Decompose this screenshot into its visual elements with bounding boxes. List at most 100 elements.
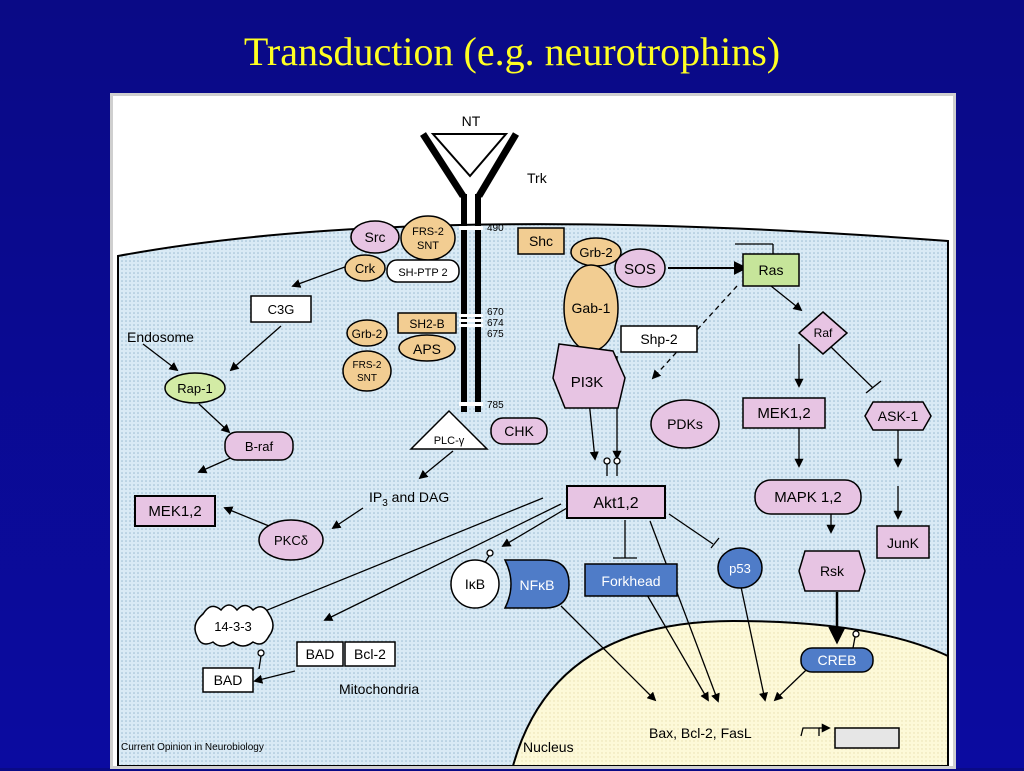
chk-label: CHK [504, 423, 534, 439]
pi3k-label: PI3K [571, 374, 604, 391]
aps-label: APS [413, 341, 441, 357]
mek12-right-label: MEK1,2 [757, 405, 810, 422]
nfkb-node [503, 559, 570, 609]
bad-mid-node [296, 641, 344, 667]
mitochondria-label: Mitochondria [339, 681, 419, 697]
shptp2-label: SH-PTP 2 [398, 267, 447, 279]
mapk12-node [754, 479, 862, 515]
sos-label: SOS [624, 261, 656, 278]
forkhead-node [584, 563, 678, 597]
residue-490: 490 [487, 223, 504, 234]
src-node [350, 220, 400, 254]
shptp2-node [386, 259, 460, 283]
rsk-label: Rsk [820, 563, 845, 579]
akt12-node [566, 485, 666, 519]
braf-label: B-raf [245, 439, 274, 454]
mek12-right-node [742, 397, 826, 429]
credit-label: Current Opinion in Neurobiology [121, 742, 264, 753]
snt-top-label: SNT [417, 240, 439, 252]
creb-label: CREB [818, 652, 857, 668]
crk-label: Crk [355, 261, 376, 276]
bcl2-node [344, 641, 396, 667]
frs2-snt-bottom-node [342, 350, 392, 392]
residue-785: 785 [487, 400, 504, 411]
chk-node [490, 417, 548, 445]
ip3-dag-label: IP3 and DAG [369, 489, 449, 509]
frs2-top-label: FRS-2 [412, 226, 444, 238]
junk-node [876, 525, 930, 559]
14-3-3-label: 14-3-3 [214, 619, 252, 634]
p53-node [717, 547, 763, 589]
raf-label: Raf [814, 326, 833, 340]
grb2-right-label: Grb-2 [579, 245, 612, 260]
plc-gamma-label: PLC-γ [434, 435, 465, 447]
junk-label: JunK [887, 535, 920, 551]
shp2-node [620, 325, 698, 353]
trk-label: Trk [527, 170, 548, 186]
grb2-left-node [346, 319, 388, 347]
braf-node [224, 431, 294, 461]
mapk12-label: MAPK 1,2 [774, 489, 842, 506]
creb-node [800, 647, 874, 673]
rap1-node [164, 372, 226, 404]
ikb-label: IκB [465, 576, 485, 592]
14-3-3-node [194, 604, 274, 647]
rap1-label: Rap-1 [177, 381, 212, 396]
slide-title: Transduction (e.g. neurotrophins) [243, 29, 781, 74]
bad-mid-label: BAD [306, 646, 335, 662]
mek12-left-node [134, 495, 216, 527]
nfkb-label: NFκB [520, 577, 555, 593]
aps-node [398, 334, 456, 362]
bcl2-label: Bcl-2 [354, 646, 386, 662]
grb2-left-label: Grb-2 [352, 327, 383, 341]
c3g-label: C3G [268, 302, 295, 317]
frs2-bottom-label: FRS-2 [353, 360, 382, 371]
residue-674: 674 [487, 318, 504, 329]
pathway-diagram: NT Trk 490 670 674 675 785 [113, 96, 953, 767]
src-label: Src [365, 229, 386, 245]
frs2-snt-top-node [400, 215, 456, 261]
nt-label: NT [462, 113, 481, 129]
crk-node [344, 254, 386, 282]
plc-gamma-node [409, 409, 489, 450]
sh2b-label: SH2-B [409, 317, 444, 331]
pkcd-node [258, 519, 324, 561]
ask1-label: ASK-1 [878, 408, 919, 424]
ras-label: Ras [759, 262, 784, 278]
target-genes-label: Bax, Bcl-2, FasL [649, 725, 752, 741]
gab1-label: Gab-1 [572, 300, 611, 316]
mek12-left-label: MEK1,2 [148, 503, 201, 520]
shp2-label: Shp-2 [640, 331, 678, 347]
akt12-label: Akt1,2 [593, 495, 638, 512]
nucleus-label: Nucleus [523, 739, 574, 755]
shc-label: Shc [529, 233, 553, 249]
raf-node [797, 311, 849, 355]
residue-670: 670 [487, 307, 504, 318]
forkhead-label: Forkhead [601, 573, 660, 589]
ip3-rest: and DAG [388, 489, 449, 505]
bad-left-node [202, 667, 254, 693]
pathway-diagram-panel: NT Trk 490 670 674 675 785 [110, 93, 956, 769]
shc-node [517, 227, 565, 255]
sh2b-node [397, 312, 457, 334]
pdks-label: PDKs [667, 416, 703, 432]
sos-node [614, 248, 666, 288]
pkcd-label: PKCδ [274, 533, 308, 548]
ikb-node [450, 559, 500, 609]
pi3k-node [552, 343, 626, 409]
ip3-subscript: 3 [382, 498, 388, 509]
trk-receptor [420, 132, 520, 412]
endosome-label: Endosome [127, 329, 194, 345]
bad-left-label: BAD [214, 672, 243, 688]
ip3-main: IP [369, 489, 382, 505]
rsk-node [798, 550, 866, 592]
residue-675: 675 [487, 329, 504, 340]
gene-box [834, 727, 900, 749]
c3g-node [250, 295, 312, 323]
ask1-node [864, 401, 932, 431]
p53-label: p53 [729, 561, 751, 576]
ligand-triangle [430, 133, 509, 178]
pdks-node [650, 399, 720, 449]
ras-node [742, 253, 800, 287]
snt-bottom-label: SNT [357, 373, 377, 384]
